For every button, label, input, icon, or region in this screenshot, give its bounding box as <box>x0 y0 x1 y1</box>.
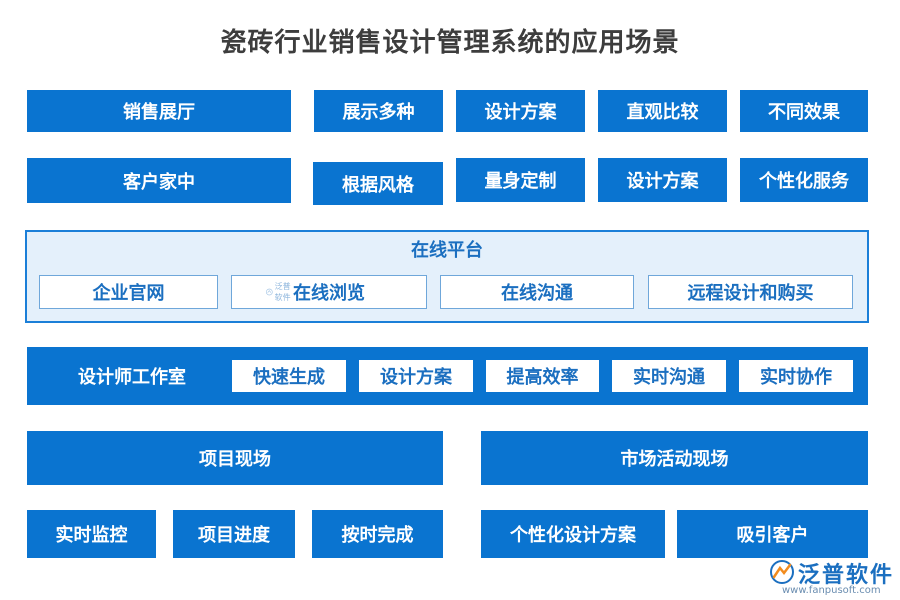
home-label: 客户家中 <box>27 158 291 203</box>
watermark: 泛普软件 <box>266 282 296 302</box>
fanpu-logo-icon <box>770 560 794 584</box>
showroom-item-2: 设计方案 <box>456 90 585 132</box>
studio-item-1: 快速生成 <box>232 360 346 392</box>
online-platform-title: 在线平台 <box>411 240 483 261</box>
market-event-label: 市场活动现场 <box>481 431 868 485</box>
studio-label: 设计师工作室 <box>78 367 186 388</box>
home-item-2: 量身定制 <box>456 158 585 202</box>
watermark-logo-icon <box>266 288 273 296</box>
showroom-item-1: 展示多种 <box>314 90 443 132</box>
market-item-2: 吸引客户 <box>677 510 868 558</box>
home-item-4: 个性化服务 <box>740 158 868 202</box>
brand-url: www.fanpusoft.com <box>782 585 881 596</box>
showroom-item-4: 不同效果 <box>740 90 868 132</box>
studio-item-3: 提高效率 <box>486 360 599 392</box>
home-item-3: 设计方案 <box>598 158 727 202</box>
showroom-item-3: 直观比较 <box>598 90 727 132</box>
studio-item-2: 设计方案 <box>359 360 473 392</box>
project-item-1: 实时监控 <box>27 510 156 558</box>
market-item-1: 个性化设计方案 <box>481 510 665 558</box>
project-item-3: 按时完成 <box>312 510 443 558</box>
home-item-1: 根据风格 <box>313 162 443 205</box>
brand-logo: 泛普软件 www.fanpusoft.com <box>768 557 898 599</box>
project-item-2: 项目进度 <box>173 510 295 558</box>
showroom-label: 销售展厅 <box>27 90 291 132</box>
project-site-label: 项目现场 <box>27 431 443 485</box>
online-item-4: 远程设计和购买 <box>648 275 853 309</box>
studio-item-4: 实时沟通 <box>612 360 726 392</box>
studio-item-5: 实时协作 <box>739 360 853 392</box>
watermark-text: 泛普软件 <box>274 282 291 302</box>
online-item-3: 在线沟通 <box>440 275 634 309</box>
brand-name: 泛普软件 <box>798 563 895 588</box>
online-item-1: 企业官网 <box>39 275 218 309</box>
online-item-2: 在线浏览 <box>231 275 427 309</box>
page-title: 瓷砖行业销售设计管理系统的应用场景 <box>220 28 680 58</box>
